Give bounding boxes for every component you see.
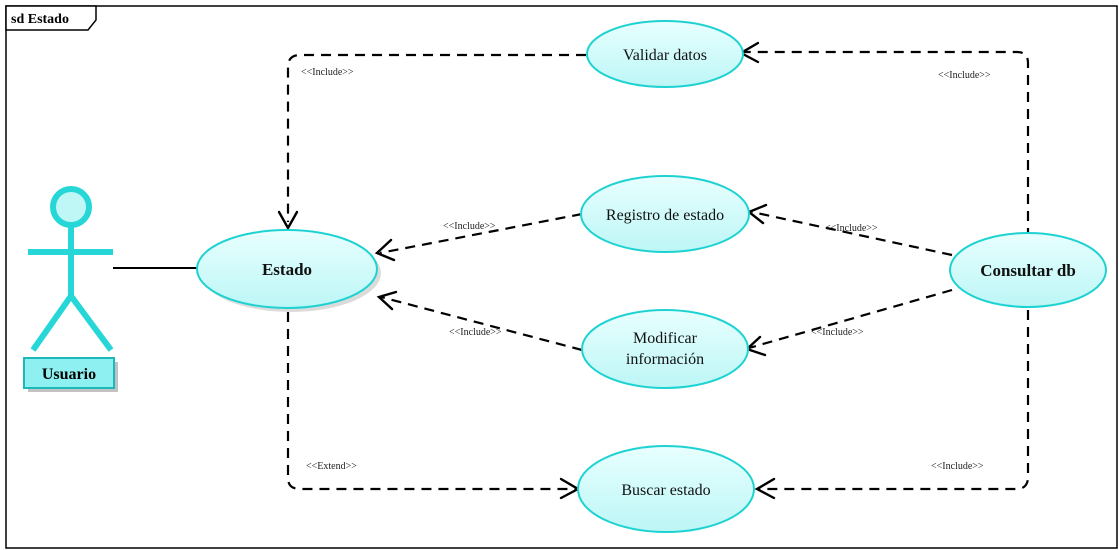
- stereotype-label: <<Include>>: [811, 327, 864, 338]
- include-consultar-validar-line: [742, 50, 1030, 238]
- stereotype-label: <<Extend>>: [306, 461, 357, 472]
- usecase-label: Validar datos: [623, 47, 707, 64]
- usecase-modificar-informacion[interactable]: Modificar información: [581, 309, 749, 389]
- extend-estado-buscar-line: [286, 312, 576, 491]
- include-registro-estado-line: [379, 212, 583, 255]
- arrowhead-buscar-right: [754, 477, 776, 500]
- include-validar-estado-line: [286, 53, 586, 222]
- usecase-registro-estado[interactable]: Registro de estado: [580, 175, 750, 253]
- arrowhead-estado-registro: [374, 238, 396, 262]
- arrowhead-estado-top: [277, 210, 299, 231]
- stereotype-label: <<Include>>: [443, 221, 496, 232]
- include-consultar-buscar-line: [758, 310, 1030, 491]
- stereotype-label: <<Include>>: [449, 327, 502, 338]
- stereotype-label: <<Include>>: [825, 223, 878, 234]
- include-consultar-modificar-line: [748, 288, 953, 350]
- usecase-label: Consultar db: [980, 261, 1076, 280]
- actor-head: [50, 186, 92, 228]
- include-consultar-registro-line: [751, 210, 953, 257]
- actor-right-leg: [68, 294, 114, 352]
- actor-usuario[interactable]: Usuario: [23, 186, 118, 392]
- usecase-estado[interactable]: Estado: [196, 229, 381, 312]
- arrowhead-modificar: [744, 335, 767, 357]
- usecase-label: Buscar estado: [621, 482, 710, 499]
- stereotype-label: <<Include>>: [931, 461, 984, 472]
- stereotype-label: <<Include>>: [301, 67, 354, 78]
- arrowhead-estado-modificar: [376, 290, 398, 311]
- usecase-consultar-db[interactable]: Consultar db: [949, 232, 1107, 308]
- usecase-buscar-estado[interactable]: Buscar estado: [577, 445, 755, 533]
- usecase-validar-datos[interactable]: Validar datos: [586, 20, 744, 88]
- actor-name: Usuario: [42, 366, 96, 383]
- actor-left-leg: [30, 294, 74, 352]
- diagram-frame: [5, 5, 1118, 549]
- frame-title: sd Estado: [11, 12, 69, 27]
- usecase-label-line2: información: [626, 351, 704, 368]
- usecase-label: Estado: [262, 260, 312, 279]
- include-modificar-estado-line: [380, 295, 583, 352]
- usecase-label-line1: Modificar: [633, 330, 698, 347]
- frame-title-tab: [5, 5, 97, 31]
- stereotype-label: <<Include>>: [938, 70, 991, 81]
- actor-label-box: [23, 357, 115, 389]
- usecase-label: Registro de estado: [606, 207, 724, 224]
